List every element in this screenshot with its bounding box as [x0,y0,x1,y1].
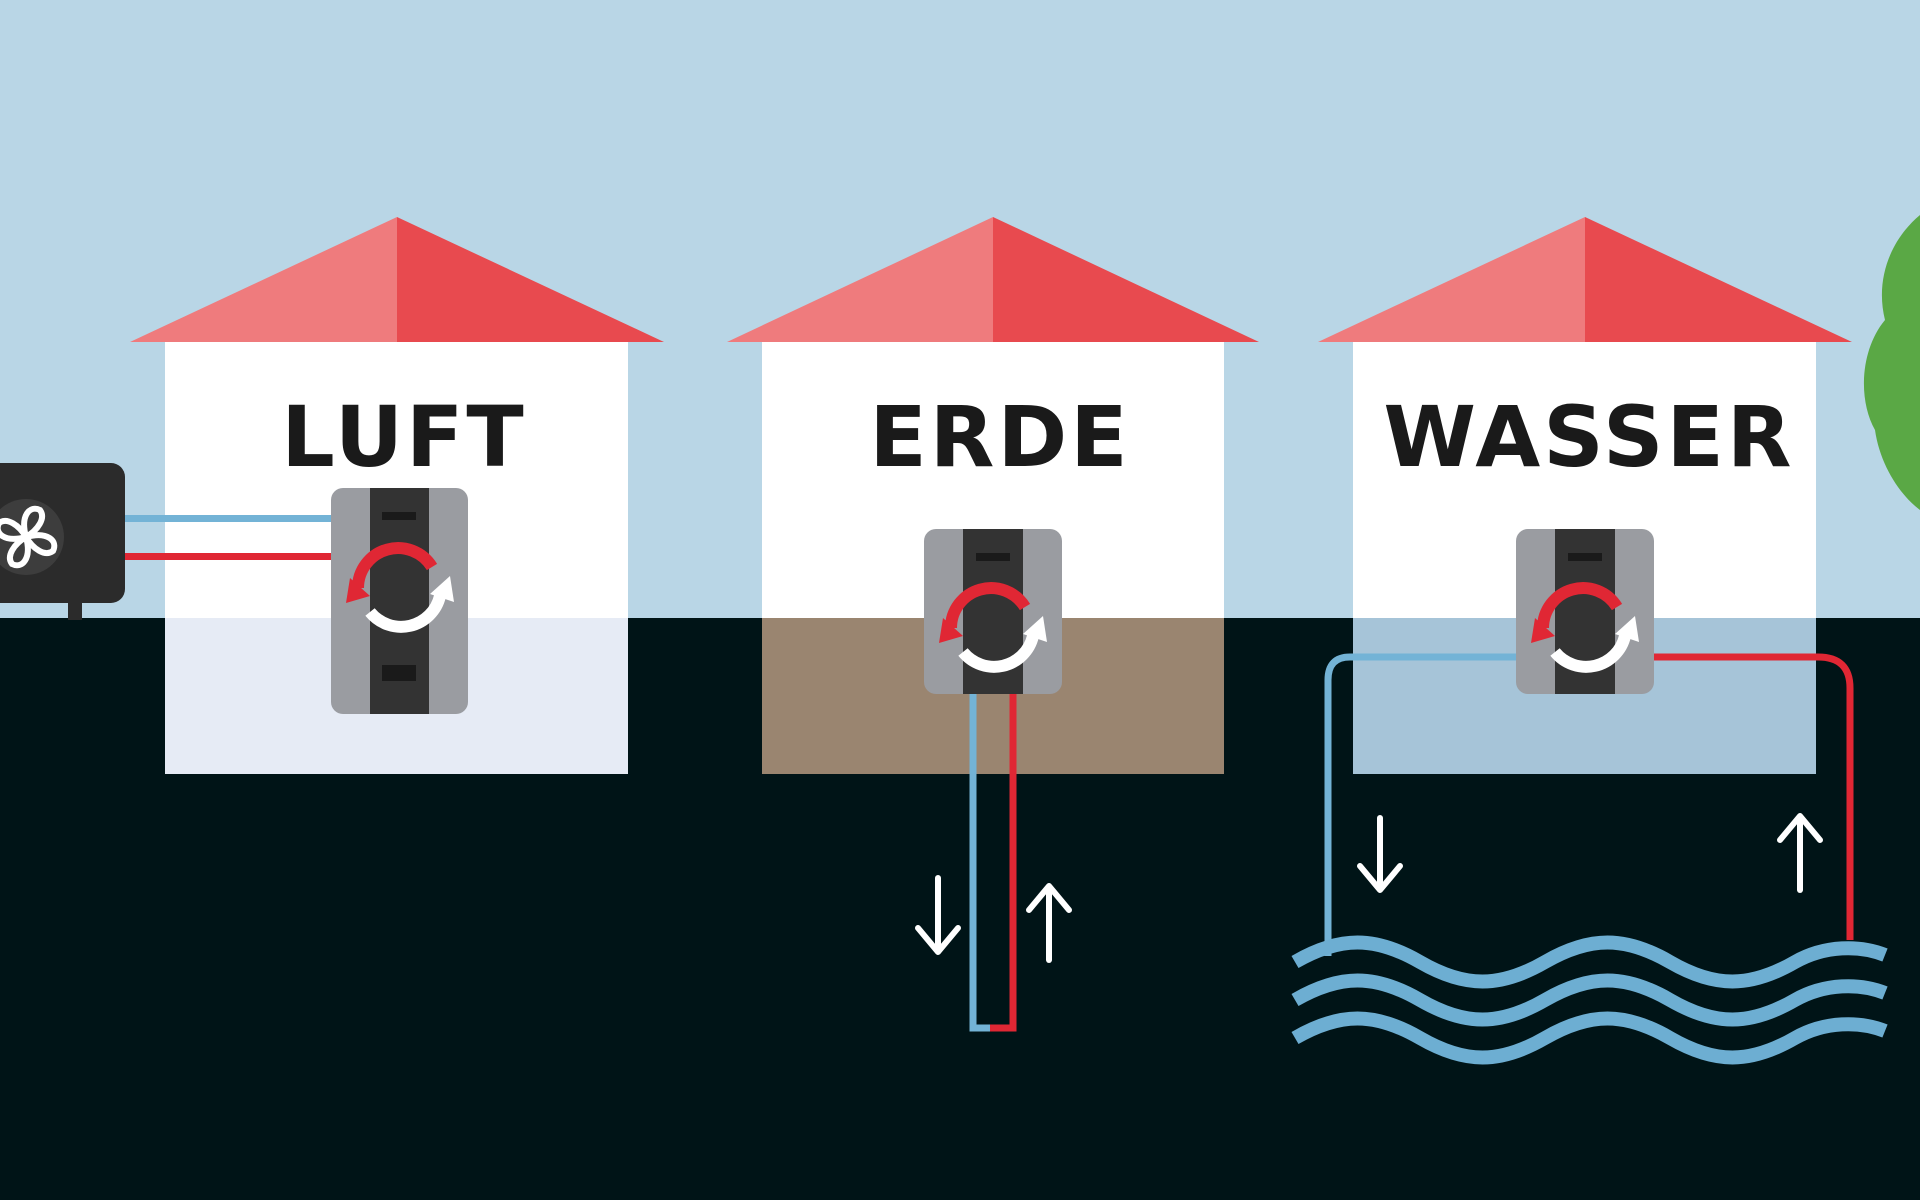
pipe-cold [125,515,333,522]
cycle-icon [939,582,1047,673]
roof-right [397,217,664,342]
pipe-cold [1324,653,1518,956]
pipe-hot [990,690,1017,1032]
pipe-hot [125,553,333,560]
house-label-erde: ERDE [869,388,1130,486]
house-erde: ERDE [727,217,1259,1032]
house-luft: LUFT [0,217,664,774]
roof-right [1585,217,1852,342]
fan-icon [0,505,58,569]
house-label-luft: LUFT [281,388,526,486]
cycle-icon [346,542,454,633]
arrow-up-icon [1026,883,1072,963]
house-label-wasser: WASSER [1383,388,1794,486]
roof-left [130,217,397,342]
cycle-icon [1531,582,1639,673]
arrow-up-icon [1777,813,1823,893]
roof-left [1318,217,1585,342]
pipe-hot [1652,653,1854,940]
arrow-down-icon [915,875,961,955]
roof-left [727,217,993,342]
roof-right [993,217,1259,342]
arrow-down-icon [1357,815,1403,893]
heat-pump-unit [331,488,468,714]
pipe-cold [969,690,992,1032]
tree-icon [1863,215,1920,510]
house-wasser: WASSER [1291,217,1888,1065]
outdoor-unit [0,463,125,620]
heat-pump-unit [1516,529,1654,694]
heat-pump-unit [924,529,1062,694]
water-waves-icon [1291,935,1888,1065]
